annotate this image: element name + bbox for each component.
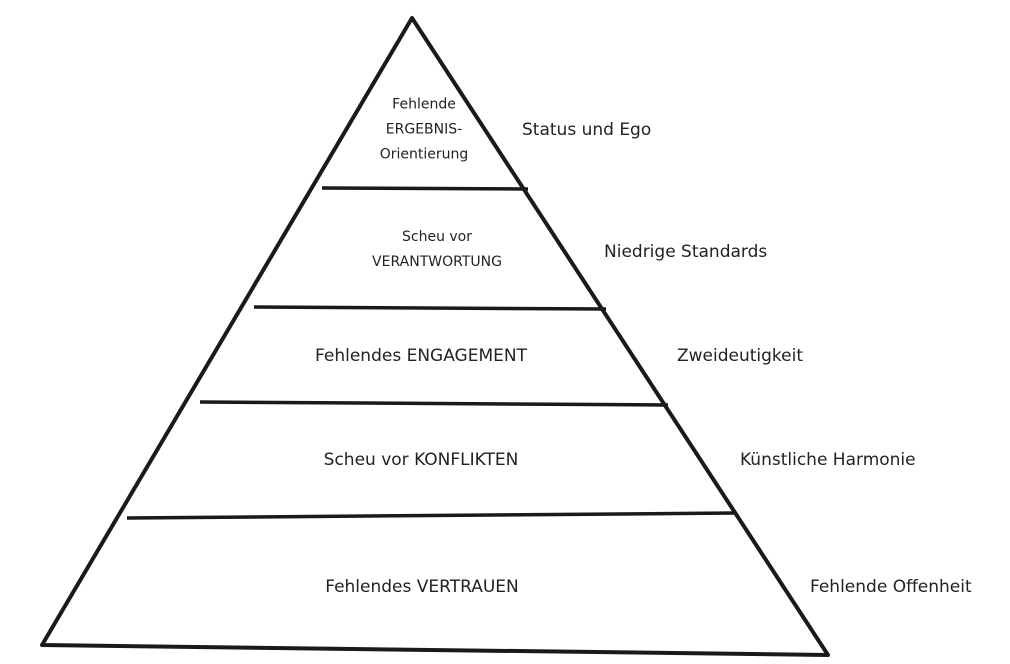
tier-1-label: Fehlende ERGEBNIS- Orientierung [380, 93, 469, 168]
tier-5-line-1: Fehlendes VERTRAUEN [325, 577, 519, 597]
tier-4-label: Scheu vor KONFLIKTEN [324, 448, 519, 472]
side-label-2: Niedrige Standards [604, 242, 768, 262]
side-label-5: Fehlende Offenheit [810, 577, 972, 597]
tier-1-line-3: Orientierung [379, 146, 469, 163]
tier-2-line-2: VERANTWORTUNG [372, 254, 502, 270]
tier-divider-4 [126, 511, 736, 520]
tier-5-label: Fehlendes VERTRAUEN [325, 575, 519, 599]
tier-4-line-1: Scheu vor KONFLIKTEN [323, 450, 519, 470]
side-label-3: Zweideutigkeit [677, 346, 804, 366]
tier-divider-3 [199, 400, 669, 407]
tier-2-label: Scheu vor VERANTWORTUNG [372, 225, 502, 275]
tier-3-line-1: Fehlendes ENGAGEMENT [315, 346, 527, 366]
side-label-4: Künstliche Harmonie [740, 450, 916, 470]
pyramid-outline [40, 16, 830, 657]
tier-divider-1 [321, 186, 529, 191]
tier-1-line-1: Fehlende [392, 96, 456, 113]
tier-1-line-2: ERGEBNIS- [385, 121, 463, 138]
tier-2-line-1: Scheu vor [401, 229, 472, 245]
tier-3-label: Fehlendes ENGAGEMENT [315, 344, 527, 368]
tier-divider-2 [253, 305, 607, 311]
side-label-1: Status und Ego [522, 120, 652, 140]
